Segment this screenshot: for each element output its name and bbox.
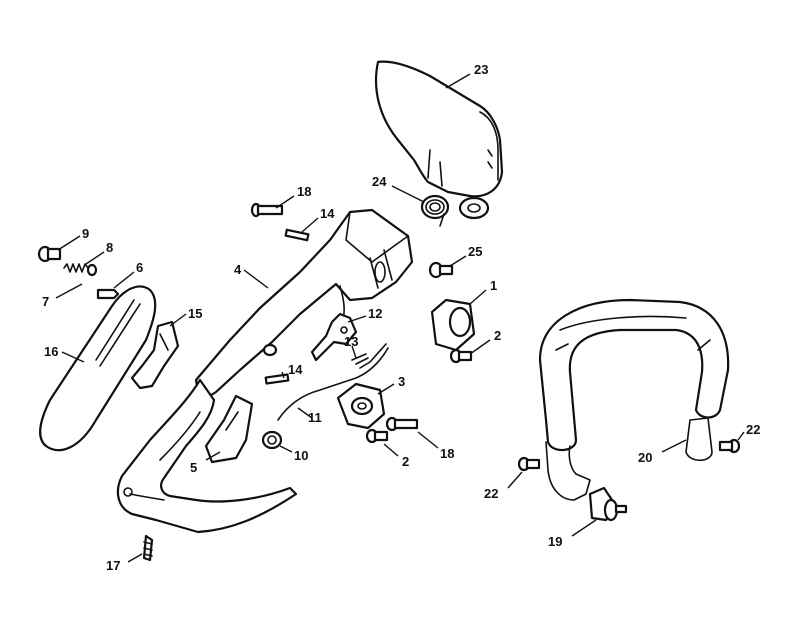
spring-part-8	[63, 263, 98, 277]
callout-16: 16	[44, 344, 58, 359]
callout-5: 5	[190, 460, 197, 475]
callout-2-upper: 2	[494, 328, 501, 343]
callout-14-top: 14	[320, 206, 335, 221]
leader-17	[127, 553, 143, 563]
callout-10: 10	[294, 448, 308, 463]
callout-18-lower: 18	[440, 446, 454, 461]
leader-6	[113, 271, 135, 289]
leader-5	[205, 451, 221, 461]
av-element-part-1	[430, 298, 476, 352]
leader-10	[279, 445, 293, 453]
leader-15	[169, 313, 187, 327]
leader-11	[297, 407, 313, 419]
callout-19: 19	[548, 534, 562, 549]
leader-18b	[417, 431, 439, 449]
bracket-part-5	[204, 394, 254, 464]
callout-15: 15	[188, 306, 202, 321]
lever-part-16	[39, 285, 157, 452]
screw-part-22-left	[517, 456, 541, 472]
leader-14a	[301, 217, 319, 233]
leader-12	[347, 315, 367, 323]
screw-part-22-right	[718, 438, 741, 454]
trigger-part-12	[310, 312, 358, 362]
av-mount-part-3	[336, 382, 386, 430]
leader-13	[351, 345, 357, 359]
leader-lines	[55, 73, 745, 563]
leader-22b	[507, 471, 523, 489]
leader-2b	[383, 443, 399, 457]
pin-part-lower	[264, 373, 290, 385]
callout-22-left: 22	[484, 486, 498, 501]
callout-25: 25	[468, 244, 482, 259]
callout-1: 1	[490, 278, 497, 293]
spring-part-13	[351, 343, 387, 369]
bolt-part-9	[37, 245, 62, 263]
leader-14b	[281, 371, 285, 379]
callout-9: 9	[82, 226, 89, 241]
pin-part-top	[284, 228, 310, 242]
leader-16	[61, 351, 85, 363]
sleeve-part-10	[261, 430, 283, 450]
callout-22-right: 22	[746, 422, 760, 437]
callout-4: 4	[234, 262, 242, 277]
handlebar-part-20	[538, 298, 730, 501]
leader-9	[57, 235, 81, 251]
leader-25	[449, 255, 467, 267]
screw-part-17	[142, 534, 154, 562]
leader-24	[391, 185, 425, 203]
callout-numbers: 23 24 18 14 25 4 9 8 6 7 1 15 12 2 16 13…	[42, 62, 760, 573]
callout-18-top: 18	[297, 184, 311, 199]
callout-3: 3	[398, 374, 405, 389]
leader-22a	[737, 431, 745, 441]
callout-8: 8	[106, 240, 113, 255]
leader-19	[571, 519, 597, 537]
callout-17: 17	[106, 558, 120, 573]
screw-part-2-lower	[365, 428, 389, 444]
handle-housing-part	[194, 208, 414, 404]
handle-frame-part	[116, 378, 298, 534]
callout-2-lower: 2	[402, 454, 409, 469]
callout-14-lower: 14	[288, 362, 303, 377]
leader-8	[85, 251, 105, 265]
leader-18a	[275, 195, 295, 209]
hand-guard-part	[374, 60, 504, 220]
bolt-part-lower	[385, 416, 419, 432]
leader-7	[55, 283, 83, 299]
callout-23: 23	[474, 62, 488, 77]
leader-2a	[469, 339, 491, 355]
callout-6: 6	[136, 260, 143, 275]
leader-4	[243, 269, 269, 289]
clip-part-15	[130, 320, 180, 390]
callout-7: 7	[42, 294, 49, 309]
screw-part-25	[428, 261, 454, 279]
callout-20: 20	[638, 450, 652, 465]
callout-12: 12	[368, 306, 382, 321]
spring-part	[420, 194, 450, 227]
leader-3	[377, 383, 395, 395]
pin-part-6	[96, 288, 120, 300]
leader-20	[661, 439, 687, 453]
callout-11: 11	[308, 410, 322, 425]
buffer-part-19	[588, 486, 628, 522]
leader-23	[445, 73, 471, 89]
callout-24: 24	[372, 174, 387, 189]
screw-part-2-upper	[449, 348, 473, 364]
leader-1	[469, 289, 487, 305]
bolt-part-top	[250, 202, 284, 218]
callout-13: 13	[344, 334, 358, 349]
throttle-rod-part	[277, 347, 389, 421]
